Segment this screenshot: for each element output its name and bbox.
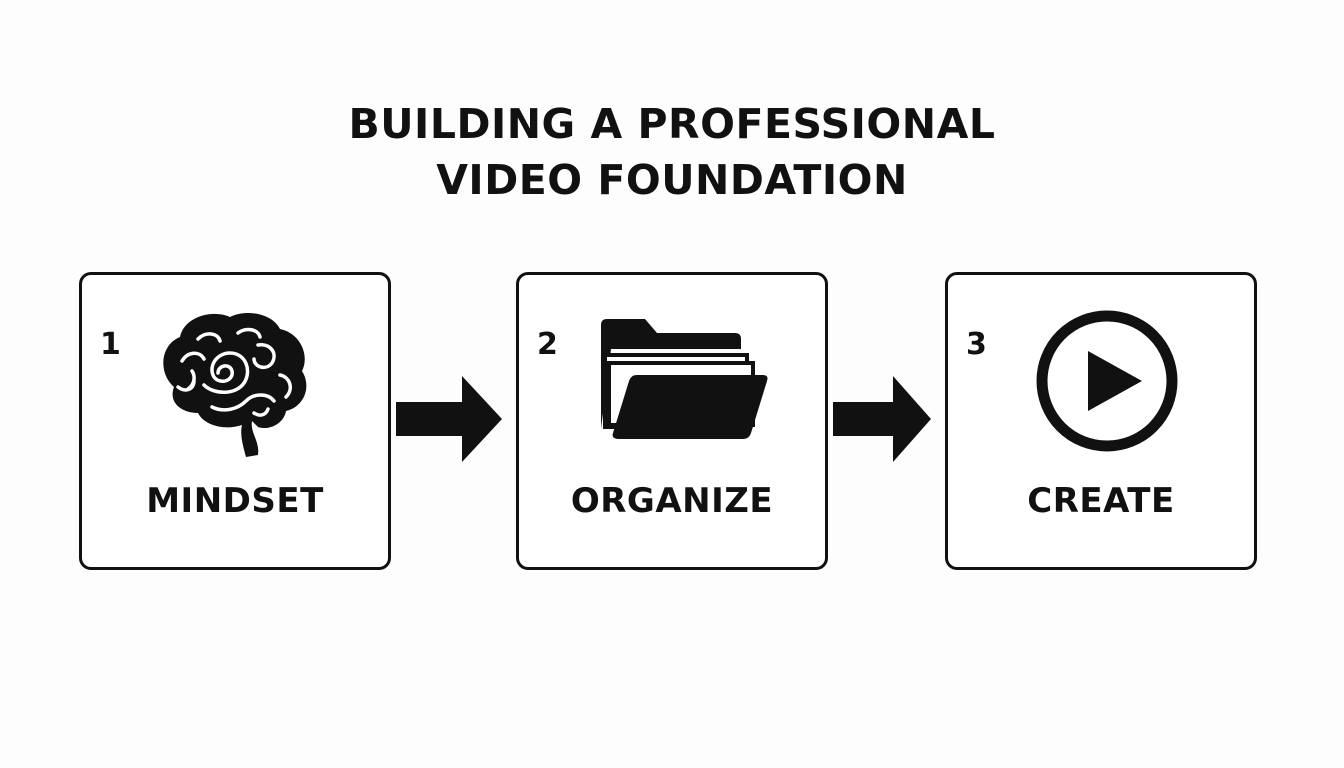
step-number-3: 3 xyxy=(966,327,987,362)
arrow-right-icon xyxy=(396,376,502,462)
arrow-right-icon xyxy=(833,376,931,462)
step-number-2: 2 xyxy=(537,327,558,362)
title-line-1: BUILDING A PROFESSIONAL xyxy=(348,100,996,148)
play-icon xyxy=(1036,310,1178,452)
brain-icon xyxy=(163,313,307,457)
step-mindset: 1 MINDSET xyxy=(79,272,391,570)
step-label-organize: ORGANIZE xyxy=(570,481,774,521)
step-number-1: 1 xyxy=(100,327,121,362)
step-create: 3 CREATE xyxy=(945,272,1257,570)
folder-icon xyxy=(601,319,768,439)
step-label-mindset: MINDSET xyxy=(146,481,324,521)
step-label-create: CREATE xyxy=(1027,481,1175,521)
step-organize: 2 ORGANIZE xyxy=(516,272,828,570)
page-title: BUILDING A PROFESSIONAL VIDEO FOUNDATION xyxy=(0,96,1344,208)
title-line-2: VIDEO FOUNDATION xyxy=(436,156,908,204)
